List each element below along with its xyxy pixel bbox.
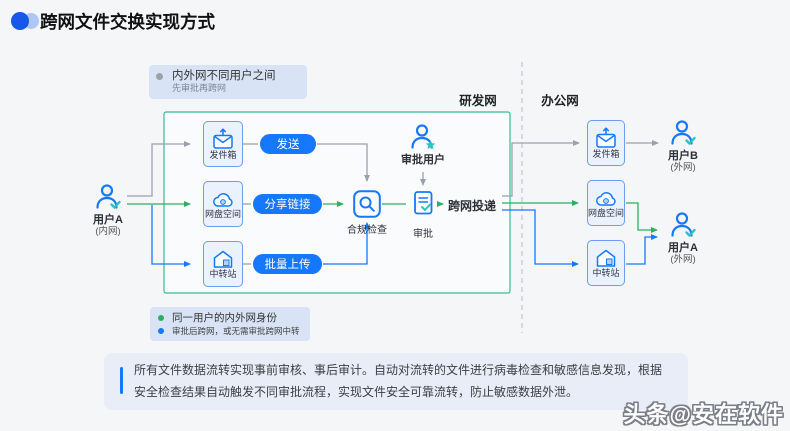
approval-document-icon xyxy=(414,191,433,215)
node-label: 发件箱 xyxy=(209,150,237,160)
station-left-node: 中转站 xyxy=(203,241,243,287)
page-title: 跨网文件交换实现方式 xyxy=(40,12,215,32)
title-dot-icon xyxy=(10,11,42,31)
netdisk-left-node: 网盘空间 xyxy=(203,181,243,227)
note-text: 所有文件数据流转实现事前审核、事后审计。自动对流转的文件进行病毒检查和敏感信息发… xyxy=(134,363,663,399)
envelope-send-icon xyxy=(212,128,234,150)
bottom-legend-green-label: 同一用户的内外网身份 xyxy=(172,311,277,324)
station-right-node: 中转站 xyxy=(587,240,625,286)
person-star-icon xyxy=(408,122,438,152)
batch-upload-action-pill: 批量上传 xyxy=(253,254,322,274)
user-b-external: 用户B (外网) xyxy=(656,118,710,174)
node-label: 发件箱 xyxy=(592,149,620,159)
person-check-icon xyxy=(668,118,698,148)
delivery-label: 跨网投递 xyxy=(448,199,497,213)
zone-label-rd: 研发网 xyxy=(459,94,497,108)
user-network: (外网) xyxy=(670,161,696,173)
green-bullet-icon xyxy=(158,314,164,321)
envelope-send-icon xyxy=(595,127,617,149)
user-name: 用户A xyxy=(668,242,698,254)
person-check-icon xyxy=(93,182,123,212)
node-label: 网盘空间 xyxy=(588,207,625,218)
cloud-disk-icon xyxy=(595,189,617,208)
node-label: 网盘空间 xyxy=(204,208,241,219)
user-network: (外网) xyxy=(670,253,696,265)
top-legend-label: 内外网不同用户之间 xyxy=(172,70,276,82)
user-name: 用户A xyxy=(93,214,123,226)
approver-user: 审批用户 xyxy=(393,122,453,167)
send-action-pill: 发送 xyxy=(260,134,316,154)
cloud-disk-icon xyxy=(212,190,234,209)
bottom-legend: 同一用户的内外网身份 审批后跨网，或无需审批跨网中转 xyxy=(150,307,310,341)
node-label: 中转站 xyxy=(592,268,620,278)
outbox-left-node: 发件箱 xyxy=(203,121,243,167)
house-station-icon xyxy=(212,249,234,269)
user-a-internal: 用户A (内网) xyxy=(81,182,135,238)
blue-bullet-icon xyxy=(158,328,164,335)
top-legend: 内外网不同用户之间 先审批再跨网 xyxy=(149,65,307,99)
approval-label: 审批 xyxy=(413,229,433,240)
share-link-action-pill: 分享链接 xyxy=(253,194,322,214)
bottom-legend-blue-label: 审批后跨网，或无需审批跨网中转 xyxy=(172,326,300,337)
approver-label: 审批用户 xyxy=(401,154,445,166)
note-accent-bar xyxy=(120,367,123,394)
user-name: 用户B xyxy=(668,150,698,162)
zone-label-office: 办公网 xyxy=(541,94,579,108)
node-label: 中转站 xyxy=(209,269,237,279)
user-a-external: 用户A (外网) xyxy=(656,210,710,266)
compliance-magnifier-icon xyxy=(353,190,381,218)
user-network: (内网) xyxy=(95,225,121,237)
note-box: 所有文件数据流转实现事前审核、事后审计。自动对流转的文件进行病毒检查和敏感信息发… xyxy=(104,353,688,410)
gray-bullet-icon xyxy=(156,73,163,80)
house-station-icon xyxy=(595,248,617,268)
netdisk-right-node: 网盘空间 xyxy=(587,180,625,226)
top-legend-sublabel: 先审批再跨网 xyxy=(172,83,227,94)
compliance-label: 合规检查 xyxy=(347,225,387,236)
person-check-icon xyxy=(668,210,698,240)
watermark: 头条@安在软件 xyxy=(623,402,784,427)
outbox-right-node: 发件箱 xyxy=(587,120,625,166)
